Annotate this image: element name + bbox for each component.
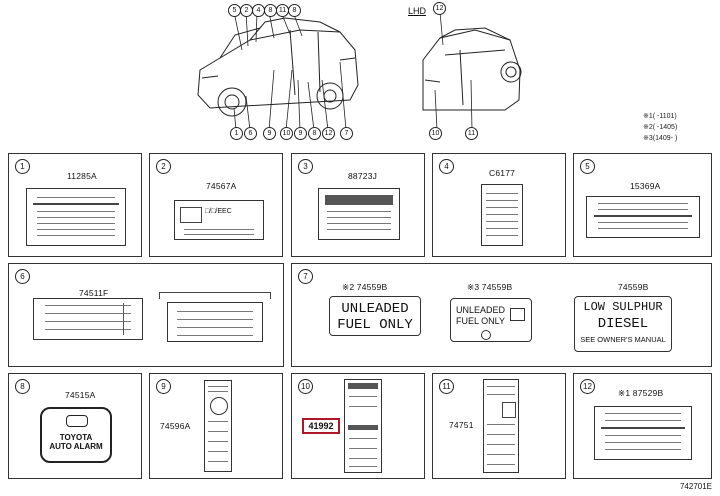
label-74567A-box	[180, 207, 202, 223]
part-87529B[interactable]: ※1 87529B	[618, 388, 664, 398]
part-11285A[interactable]: 11285A	[67, 171, 97, 181]
callout-8a[interactable]: 8	[264, 4, 277, 17]
part-74567A[interactable]: 74567A	[206, 181, 237, 191]
label-unleaded-fuel-only-b: UNLEADED FUEL ONLY	[450, 298, 532, 342]
car-alarm-icon	[66, 415, 88, 427]
panel-4-number: 4	[439, 159, 454, 174]
label-88723J	[318, 188, 400, 240]
part-15369A[interactable]: 15369A	[630, 181, 661, 191]
panel-7[interactable]: 7 ※2 74559B ※3 74559B 74559B UNLEADED FU…	[291, 263, 712, 367]
alarm-line2: AUTO ALARM	[49, 442, 103, 451]
callout-10[interactable]: 10	[280, 127, 293, 140]
callout-1[interactable]: 1	[230, 127, 243, 140]
panel-6-number: 6	[15, 269, 30, 284]
label-41992	[344, 379, 382, 473]
label-74567A-text: □/□/EEC	[205, 208, 232, 215]
label-74511F-b	[167, 302, 263, 342]
panel-12-number: 12	[580, 379, 595, 394]
callout-9a[interactable]: 9	[263, 127, 276, 140]
panel-12[interactable]: 12 ※1 87529B	[573, 373, 712, 479]
label-c-line1: LOW SULPHUR	[583, 300, 663, 314]
part-74511F[interactable]: 74511F	[79, 288, 109, 298]
date-note-1: ※1( -1101)	[643, 113, 677, 120]
lhd-label: LHD	[408, 6, 427, 16]
label-b-line1: UNLEADED	[456, 305, 506, 315]
part-74559B[interactable]: 74559B	[618, 282, 649, 292]
label-11285A	[26, 188, 126, 246]
label-C6177	[481, 184, 523, 246]
panel-10-number: 10	[298, 379, 313, 394]
car-rear-drawing	[422, 11, 522, 131]
book-icon	[510, 308, 525, 321]
vehicle-diagram-right: 12 10 11	[415, 0, 530, 145]
bracket-line	[159, 292, 271, 299]
part-C6177[interactable]: C6177	[489, 168, 516, 178]
callout-4[interactable]: 4	[252, 4, 265, 17]
part-74596A[interactable]: 74596A	[160, 421, 191, 431]
callout-8b[interactable]: 8	[288, 4, 301, 17]
callout-9b[interactable]: 9	[294, 127, 307, 140]
label-87529B	[594, 406, 692, 460]
callout-8c[interactable]: 8	[308, 127, 321, 140]
panel-8[interactable]: 8 74515A TOYOTA AUTO ALARM	[8, 373, 142, 479]
date-note-3: ※3(1409- )	[643, 135, 678, 142]
panel-11[interactable]: 11 74751	[432, 373, 566, 479]
panel-2-number: 2	[156, 159, 171, 174]
label-auto-alarm: TOYOTA AUTO ALARM	[40, 407, 112, 463]
callout-7[interactable]: 7	[340, 127, 353, 140]
part-74751[interactable]: 74751	[449, 420, 474, 430]
label-74596A	[204, 380, 232, 472]
panel-2[interactable]: 2 74567A □/□/EEC	[149, 153, 283, 257]
car-left-drawing	[197, 11, 359, 131]
panel-1-number: 1	[15, 159, 30, 174]
label-c-line3: SEE OWNER'S MANUAL	[580, 335, 666, 344]
callout-12[interactable]: 12	[322, 127, 335, 140]
panel-5-number: 5	[580, 159, 595, 174]
part-88723J[interactable]: 88723J	[348, 171, 378, 181]
label-a-line2: FUEL ONLY	[337, 317, 413, 333]
callout-10-rear[interactable]: 10	[429, 127, 442, 140]
panel-9-number: 9	[156, 379, 171, 394]
part-74559B-note2[interactable]: ※2 74559B	[342, 282, 388, 292]
callout-12-rear[interactable]: 12	[433, 2, 446, 15]
callout-6[interactable]: 6	[244, 127, 257, 140]
diagram-code: 742701E	[679, 482, 712, 491]
date-note-2: ※2( -1405)	[643, 124, 678, 131]
label-low-sulphur-diesel: LOW SULPHUR DIESEL SEE OWNER'S MANUAL	[574, 296, 672, 352]
label-c-line2: DIESEL	[597, 316, 649, 332]
panel-5[interactable]: 5 15369A	[573, 153, 712, 257]
vehicle-diagram-left: 5 2 4 8 11 8 1 6 9 10 9 8 12 7	[190, 0, 375, 145]
panel-4[interactable]: 4 C6177	[432, 153, 566, 257]
panel-10[interactable]: 10 41992	[291, 373, 425, 479]
part-41992-highlight[interactable]: 41992	[302, 418, 340, 434]
panel-1[interactable]: 1 11285A	[8, 153, 142, 257]
panel-9[interactable]: 9 74596A	[149, 373, 283, 479]
label-74567A: □/□/EEC	[174, 200, 264, 240]
panel-3-number: 3	[298, 159, 313, 174]
label-b-line2: FUEL ONLY	[456, 316, 506, 326]
label-a-line1: UNLEADED	[341, 301, 409, 317]
panel-3[interactable]: 3 88723J	[291, 153, 425, 257]
callout-11-rear[interactable]: 11	[465, 127, 478, 140]
part-74515A[interactable]: 74515A	[65, 390, 96, 400]
panel-8-number: 8	[15, 379, 30, 394]
panel-11-number: 11	[439, 379, 454, 394]
panel-7-number: 7	[298, 269, 313, 284]
label-unleaded-fuel-only-a: UNLEADED FUEL ONLY	[329, 296, 421, 336]
label-74751	[483, 379, 519, 473]
label-74511F-a	[33, 298, 143, 340]
no-symbol-icon	[210, 397, 228, 415]
panel-6[interactable]: 6 74511F	[8, 263, 284, 367]
label-15369A	[586, 196, 700, 238]
pump-icon	[481, 330, 491, 340]
part-74559B-note3[interactable]: ※3 74559B	[467, 282, 513, 292]
alarm-line1: TOYOTA	[59, 433, 93, 442]
